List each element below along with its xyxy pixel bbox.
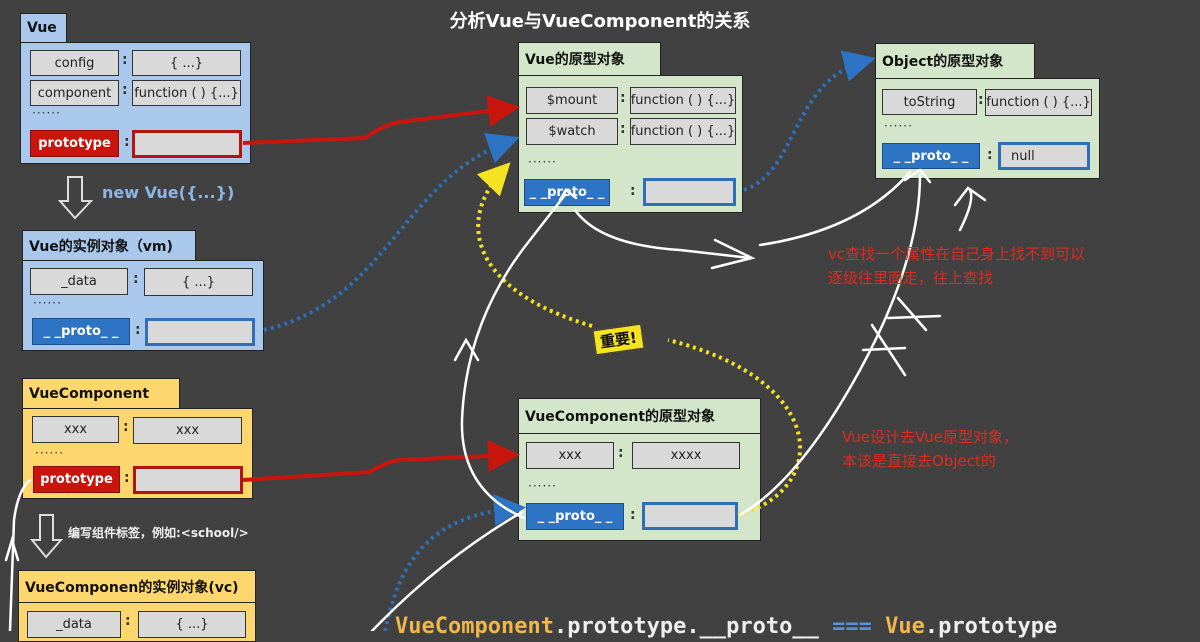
white-line-vue-to-object: [758, 170, 912, 247]
cross-mark: [861, 323, 907, 377]
down-arrow-icon: [57, 175, 94, 224]
key-cell: toString: [882, 89, 977, 115]
key-cell: _data: [30, 268, 128, 295]
value-cell: function ( ) {...}: [985, 89, 1092, 116]
value-cell: xxxx: [632, 442, 740, 469]
prototype-key: prototype: [30, 130, 119, 157]
value-cell: { ...}: [132, 50, 241, 76]
box-header: VueComponen的实例对象(vc): [18, 570, 256, 603]
key-cell: config: [30, 50, 119, 76]
white-line-vc: [8, 478, 32, 631]
value-cell: { ...}: [144, 268, 253, 296]
box-header: Vue的实例对象（vm): [22, 230, 196, 261]
diagram-title: 分析Vue与VueComponent的关系: [449, 11, 751, 32]
white-line-lookup: [958, 188, 973, 232]
value-cell: xxx: [133, 417, 242, 444]
proto-key: _ _proto_ _: [882, 143, 980, 169]
yellow-dotted-important: [667, 338, 802, 517]
key-cell: xxx: [32, 416, 119, 443]
key-cell: xxx: [526, 442, 614, 469]
write-tag-label: 编写组件标签，例如:<school/>: [68, 526, 249, 540]
blue-dotted-vm-proto: [263, 133, 520, 332]
formula-text: VueComponent.prototype.__proto__ === Vue…: [395, 614, 1058, 639]
box-header: VueComponent的原型对象: [518, 398, 761, 434]
design-note: Vue设计去Vue原型对象， 本该是直接去Object的: [842, 428, 1018, 470]
prototype-key: prototype: [33, 466, 120, 493]
prototype-value: [132, 130, 242, 158]
value-cell: function ( ) {...}: [132, 80, 241, 106]
key-cell: $mount: [526, 87, 618, 114]
box-header: Vue的原型对象: [518, 42, 661, 76]
white-line-vc-to-vcproto: [370, 510, 524, 631]
proto-value: [642, 502, 738, 530]
yellow-dotted-important: [476, 162, 593, 328]
key-cell: component: [30, 80, 119, 106]
red-arrow-vc-prototype: [242, 440, 520, 482]
lookup-note: vc查找一个属性在自己身上找不到可以 逐级往里面走，往上查找: [828, 245, 1086, 287]
proto-key: _ _proto_ _: [524, 179, 610, 206]
proto-key: _ _proto_ _: [32, 318, 130, 345]
proto-key: _ _proto_ _: [526, 503, 624, 530]
white-line-vueproto-right: [573, 208, 752, 260]
down-arrow-icon: [29, 513, 64, 563]
white-line-to-object-proto: [738, 173, 922, 517]
blue-dotted-vc-proto: [383, 493, 526, 631]
proto-value: [643, 178, 736, 206]
proto-value: [145, 318, 255, 346]
new-vue-label: new Vue({...}): [102, 183, 235, 202]
red-arrow-vue-prototype: [242, 95, 520, 145]
prototype-value: [133, 466, 243, 494]
white-line-vcproto-to-vueproto: [460, 193, 567, 520]
blue-dotted-vue-proto: [743, 50, 876, 192]
value-cell: function ( ) {...}: [630, 87, 736, 114]
cross-mark: [886, 296, 942, 332]
value-cell: function ( ) {...}: [630, 118, 736, 145]
box-header: Object的原型对象: [875, 43, 1035, 79]
proto-value-null: null: [998, 142, 1090, 170]
key-cell: $watch: [526, 118, 618, 145]
